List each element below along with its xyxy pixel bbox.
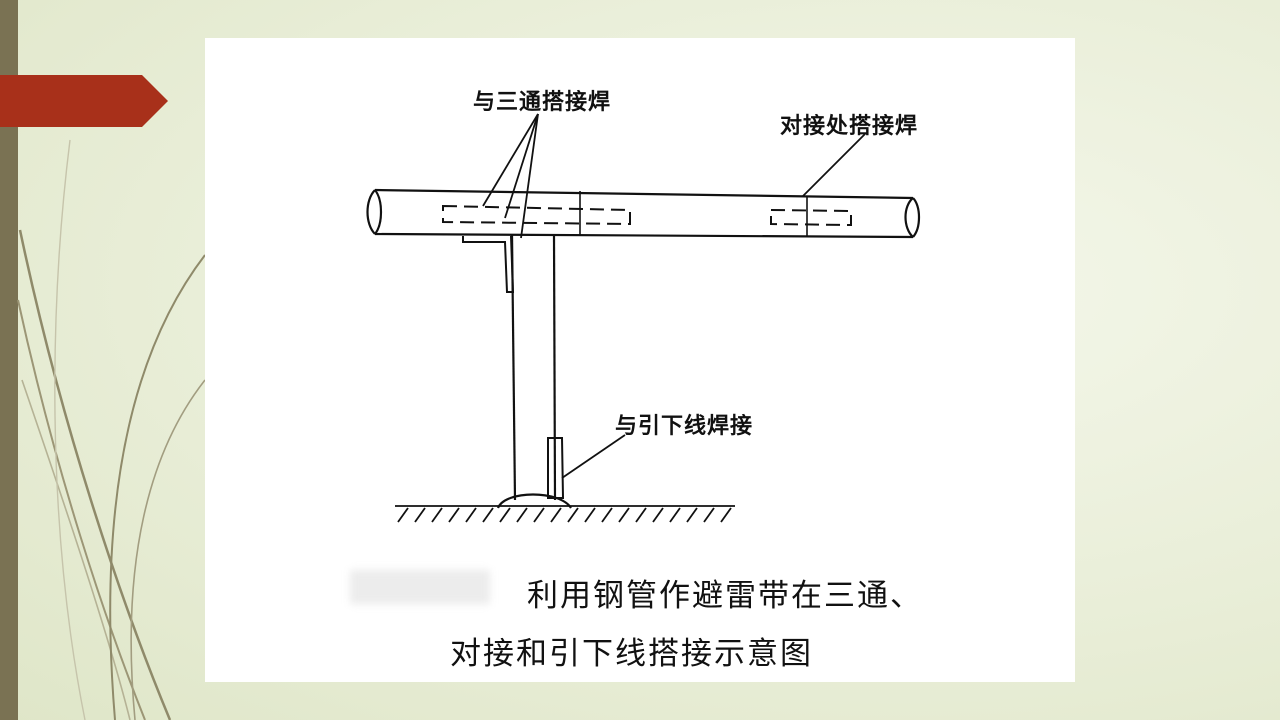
label-downlead-weld: 与引下线焊接 [615,414,754,439]
red-arrow-banner [0,75,168,127]
tee-weld-bracket [462,235,565,499]
caption-line-2: 对接和引下线搭接示意图 [450,636,813,672]
ground-hatching [395,505,735,523]
diagram-image: 与三通搭接焊 对接处搭接焊 与引下线焊接 利用钢管作避雷带在三通、 对接和引下线… [205,38,1075,682]
label-butt-lap-weld: 对接处搭接焊 [780,114,919,139]
leader-lines [482,113,866,479]
inner-sleeve-dashed [442,204,852,227]
faded-figure-number [350,570,490,604]
slide-left-bar [0,0,18,720]
caption-line-1: 利用钢管作避雷带在三通、 [527,578,923,614]
vertical-steel-pipe [496,233,572,509]
label-tee-lap-weld: 与三通搭接焊 [473,90,612,115]
pipe-diagram [366,113,921,523]
horizontal-steel-pipe [366,188,921,239]
